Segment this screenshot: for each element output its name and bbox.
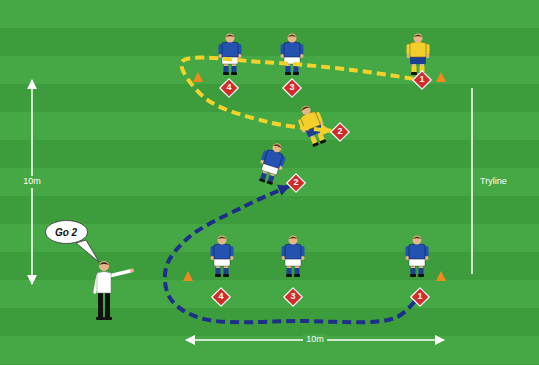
- blue-player: [282, 236, 305, 278]
- blue-player: [281, 34, 304, 76]
- callout-number: 4: [218, 292, 223, 302]
- dimension-label: 10m: [20, 176, 44, 188]
- callout-number: 2: [293, 178, 298, 188]
- tryline: [471, 88, 473, 274]
- yellow-player: [407, 34, 430, 76]
- blue-player: [211, 236, 234, 278]
- cone-marker: 1: [412, 70, 432, 90]
- cone-marker: 2: [286, 173, 306, 193]
- dimension-label: 10m: [303, 334, 327, 346]
- marker-cone: [436, 72, 446, 82]
- marker-cone: [436, 271, 446, 281]
- blue-player: [219, 34, 242, 76]
- callout-number: 3: [290, 292, 295, 302]
- cone-marker: 3: [282, 78, 302, 98]
- marker-cone: [193, 72, 203, 82]
- callout-number: 1: [417, 292, 422, 302]
- cone-marker: 3: [283, 287, 303, 307]
- cone-marker: 4: [219, 78, 239, 98]
- speech-bubble: Go 2: [45, 220, 88, 244]
- yellow-runner: [294, 102, 331, 149]
- coach-figure: [95, 261, 134, 320]
- run-path: [165, 186, 415, 322]
- speech-text: Go 2: [55, 227, 77, 238]
- callout-number: 1: [419, 75, 424, 85]
- callout-number: 3: [289, 83, 294, 93]
- cone-marker: 4: [211, 287, 231, 307]
- callout-number: 2: [337, 127, 342, 137]
- run-path: [181, 57, 413, 130]
- cone-marker: 1: [410, 287, 430, 307]
- blue-player: [406, 236, 429, 278]
- blue-runner: [255, 140, 290, 187]
- speech-tail: [76, 240, 99, 262]
- tryline-label: Tryline: [480, 177, 507, 187]
- callout-number: 4: [226, 83, 231, 93]
- marker-cone: [183, 271, 193, 281]
- cone-marker: 2: [330, 122, 350, 142]
